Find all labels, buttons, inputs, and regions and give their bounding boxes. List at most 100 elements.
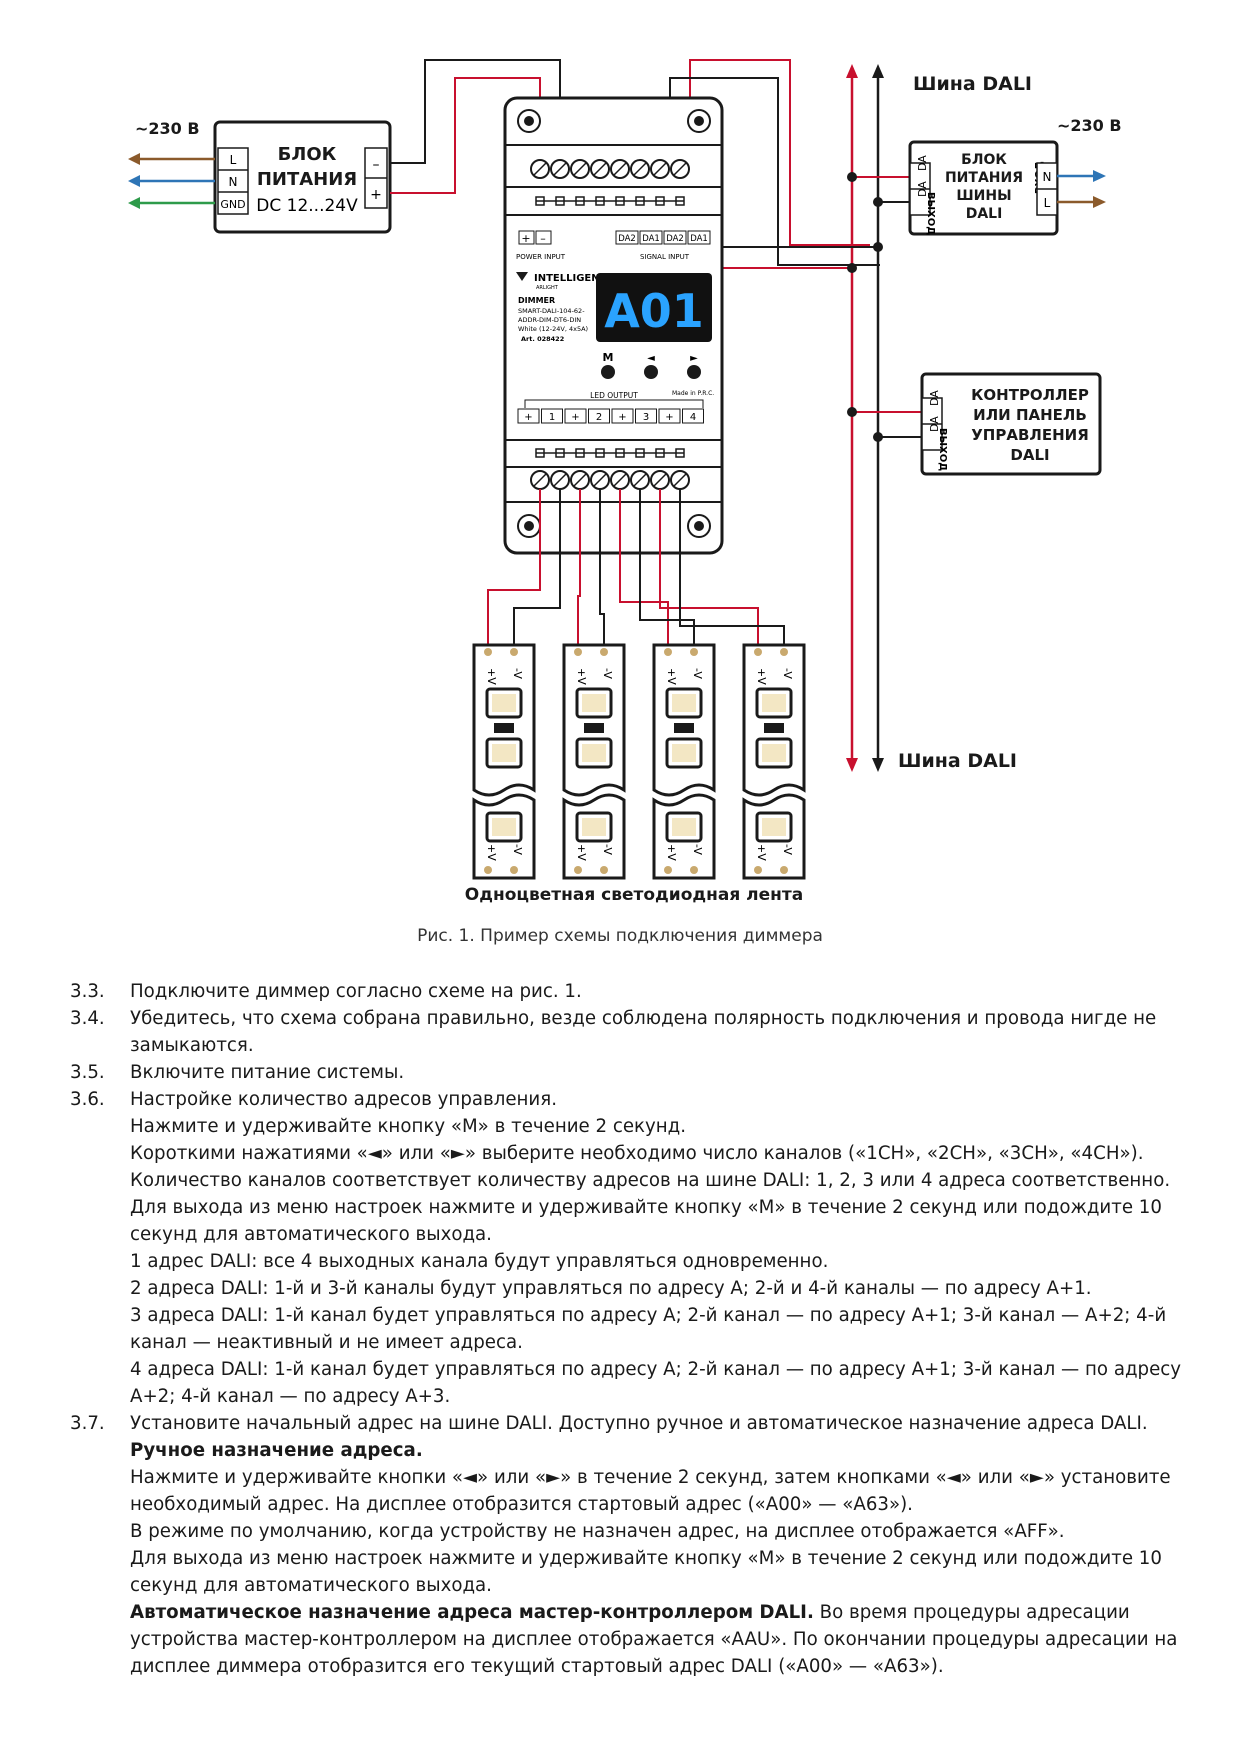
strip-minus-label: -V <box>601 668 614 679</box>
psu-input-voltage: ~230 В <box>135 119 200 138</box>
strip-label: Одноцветная светодиодная лента <box>465 885 803 905</box>
step-3-5: 3.5. Включите питание системы. <box>70 1059 1190 1086</box>
dimmer-button-left-label: ◄ <box>647 353 655 364</box>
bus-psu-out-label: ВЫХОД <box>925 192 936 235</box>
output-pin-label: + <box>571 412 579 423</box>
step-text: Нажмите и удерживайте кнопки «◄» или «►»… <box>130 1467 1171 1515</box>
dimmer-made-in: Made in P.R.C. <box>672 390 714 397</box>
psu-terminal-l: L <box>230 153 237 167</box>
resistor <box>674 723 694 733</box>
dimmer-display <box>596 273 712 342</box>
dimmer-brand-sub: ARLIGHT <box>536 285 559 291</box>
bus-label-top: Шина DALI <box>913 73 1032 95</box>
output-pin-box <box>611 408 634 424</box>
signal-pin-label: DA2 <box>618 234 636 244</box>
output-pin-box <box>658 408 681 424</box>
resistor <box>494 723 514 733</box>
signal-pin-box <box>663 230 687 245</box>
strip-minus-label: -V <box>781 844 794 855</box>
step-3-4: 3.4. Убедитесь, что схема собрана правил… <box>70 1005 1190 1059</box>
strip-minus-label: -V <box>691 844 704 855</box>
bus-psu-pin-da2: DA <box>916 181 929 197</box>
psu-title-1: БЛОК <box>278 144 337 165</box>
dimmer-model-1: DIMMER <box>518 296 555 305</box>
psu-voltage: DC 12...24V <box>256 196 358 216</box>
wire-positive <box>487 489 541 650</box>
output-pin-label: 3 <box>643 412 649 423</box>
resistor <box>584 723 604 733</box>
signal-pin-label: DA2 <box>666 234 684 244</box>
step-text: Установите начальный адрес на шине DALI.… <box>130 1413 1148 1434</box>
step-text: 4 адреса DALI: 1-й канал будет управлять… <box>130 1359 1182 1407</box>
step-text: Настройке количество адресов управления. <box>130 1089 557 1110</box>
bus-psu-title-3: ШИНЫ <box>956 188 1011 204</box>
strip-plus-label: +V <box>575 668 588 685</box>
step-3-3: 3.3. Подключите диммер согласно схеме на… <box>70 978 1190 1005</box>
step-text: В режиме по умолчанию, когда устройству … <box>130 1521 1065 1542</box>
output-pin-label: + <box>524 412 532 423</box>
wire-negative <box>679 489 785 650</box>
led-strip: +V-V+V-V <box>742 643 806 880</box>
resistor <box>764 723 784 733</box>
wiring-diagram: ~230 В L N GND – + БЛОК ПИТАНИЯ DC 12...… <box>128 59 1122 905</box>
dimmer-model-4: White (12-24V, 4x5A) <box>518 325 588 333</box>
output-pin-label: + <box>618 412 626 423</box>
controller-pin-da1: DA <box>928 390 941 406</box>
strip-plus-label: +V <box>665 844 678 861</box>
output-pin-box <box>588 408 610 424</box>
controller-out-label: ВЫХОД <box>937 428 948 471</box>
strip-segment-top <box>562 643 626 797</box>
step-text: Для выхода из меню настроек нажмите и уд… <box>130 1197 1162 1245</box>
dimmer-pin-plus: + <box>521 232 530 245</box>
controller-title-1: КОНТРОЛЛЕР <box>971 386 1089 404</box>
output-pin-box <box>541 408 563 424</box>
dimmer-display-value: A01 <box>604 284 704 338</box>
step-number: 3.7. <box>70 1413 105 1434</box>
step-text: 3 адреса DALI: 1-й канал будет управлять… <box>130 1305 1167 1353</box>
output-pin-label: 4 <box>690 412 696 423</box>
step-text: Нажмите и удерживайте кнопку «M» в течен… <box>130 1116 687 1137</box>
step-3-6: 3.6. Настройке количество адресов управл… <box>70 1086 1190 1410</box>
step-3-7: 3.7. Установите начальный адрес на шине … <box>70 1410 1190 1680</box>
output-pin-label: + <box>665 412 673 423</box>
brand-logo-icon <box>516 272 528 281</box>
step-text: Включите питание системы. <box>130 1062 405 1083</box>
signal-pin-box <box>615 230 639 245</box>
bus-psu-terminal-l: L <box>1044 196 1051 210</box>
dimmer-button-left <box>644 365 658 379</box>
led-strip: +V-V+V-V <box>562 643 626 880</box>
psu-terminal-n: N <box>229 175 238 189</box>
strip-plus-label: +V <box>575 844 588 861</box>
output-pin-label: 1 <box>549 412 555 423</box>
output-pin-box <box>564 408 587 424</box>
controller-title-3: УПРАВЛЕНИЯ <box>971 426 1089 444</box>
dimmer-model-3: ADDR-DIM-DT6-DIN <box>518 316 581 324</box>
step-text: Количество каналов соответствует количес… <box>130 1170 1171 1191</box>
strip-minus-label: -V <box>691 668 704 679</box>
bus-psu-title-2: ПИТАНИЯ <box>945 170 1023 186</box>
step-text: Короткими нажатиями «◄» или «►» выберите… <box>130 1143 1144 1164</box>
strip-segment-top <box>652 643 716 797</box>
psu-title-2: ПИТАНИЯ <box>257 169 357 190</box>
signal-pin-label: DA1 <box>690 234 708 244</box>
step-subheading-inline: Автоматическое назначение адреса мастер-… <box>130 1602 814 1623</box>
dimmer-button-right <box>687 365 701 379</box>
step-subheading: Ручное назначение адреса. <box>130 1440 423 1461</box>
psu-plus: + <box>370 187 382 203</box>
dimmer-pin-minus: – <box>540 232 546 245</box>
signal-pin-label: DA1 <box>642 234 660 244</box>
power-supply-block: ~230 В L N GND – + БЛОК ПИТАНИЯ DC 12...… <box>135 119 392 234</box>
bus-psu-terminal-n: N <box>1043 170 1052 184</box>
wire-positive <box>659 489 759 650</box>
step-text: Убедитесь, что схема собрана правильно, … <box>130 1008 1157 1056</box>
strip-minus-label: -V <box>511 668 524 679</box>
strip-plus-label: +V <box>485 844 498 861</box>
step-number: 3.3. <box>70 981 105 1002</box>
dimmer-signal-input-label: SIGNAL INPUT <box>640 253 690 261</box>
controller-pin-da2: DA <box>928 416 941 432</box>
output-pin-box <box>517 408 540 424</box>
bus-power-supply: ~230 В DA DA ВЫХОД БЛОК ПИТАНИЯ ШИНЫ DAL… <box>908 116 1122 236</box>
dimmer-led-output-label: LED OUTPUT <box>590 391 638 400</box>
bus-psu-pin-da1: DA <box>916 155 929 171</box>
